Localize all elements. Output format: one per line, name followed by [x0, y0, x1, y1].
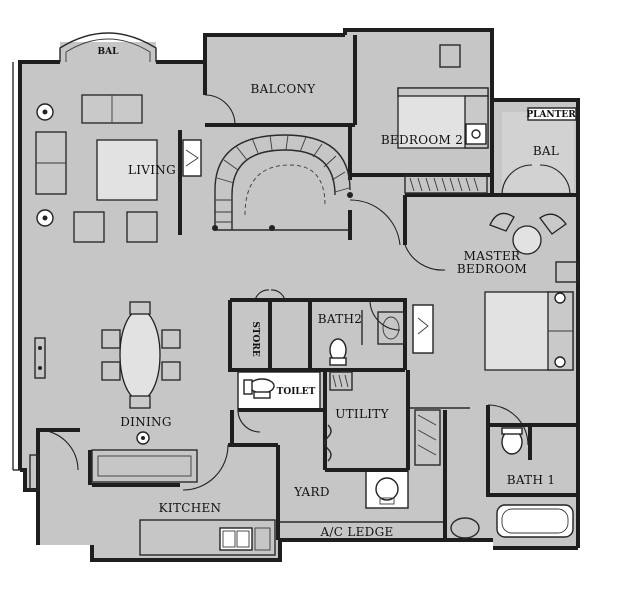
label-utility: UTILITY [335, 407, 389, 421]
label-planter: PLANTER [526, 110, 576, 120]
sofa-icon [35, 94, 202, 243]
balcony-door-swing [204, 94, 236, 126]
bathtub-icon [496, 504, 574, 538]
label-living: LIVING [128, 163, 176, 177]
label-bedroom2: BEDROOM 2 [381, 133, 463, 147]
toilet-door-swing [237, 409, 261, 433]
label-dining: DINING [120, 415, 172, 429]
kitchen-fixtures [29, 337, 276, 556]
bal-door-left [501, 164, 533, 196]
bath1-door-swing [487, 404, 529, 446]
master-door-swing [404, 244, 446, 271]
label-bath2: BATH2 [318, 312, 362, 326]
yard-sink-icon [375, 477, 399, 505]
label-toilet: TOILET [277, 387, 316, 397]
floor-fills [20, 30, 578, 560]
label-kitchen: KITCHEN [159, 501, 222, 515]
bal-door-right [539, 164, 571, 196]
dining-table-icon [101, 301, 181, 445]
label-bal-top: BAL [98, 47, 120, 57]
top-balcony [59, 32, 157, 62]
sink-icon [219, 527, 271, 551]
spiral-staircase-icon [212, 134, 353, 231]
label-master-bedroom-2: BEDROOM [457, 262, 527, 276]
label-balcony: BALCONY [251, 82, 317, 96]
bath1-fixtures [410, 407, 574, 539]
wardrobe-icon [404, 175, 488, 194]
store-door-swing [254, 289, 286, 301]
kitchen-door-swing [37, 429, 79, 471]
yard-door-swing [182, 444, 229, 491]
label-store: STORE [250, 321, 260, 357]
label-bath1: BATH 1 [507, 473, 556, 487]
label-ac-ledge: A/C LEDGE [319, 525, 393, 539]
master-bed-icon [484, 212, 579, 371]
bath2-door-swing [369, 299, 401, 331]
label-bal-right: BAL [533, 144, 559, 158]
outer-walls [12, 28, 580, 562]
interior-walls [36, 35, 578, 540]
label-master-bedroom-1: MASTER [464, 249, 521, 263]
doors [37, 94, 571, 491]
toilet-icon [329, 338, 347, 366]
label-yard: YARD [293, 485, 330, 499]
bedroom-door-swing [349, 199, 401, 246]
toilet-fixtures [243, 371, 353, 462]
bath2-fixtures [329, 304, 434, 366]
room-labels: BAL BALCONY LIVING BEDROOM 2 PLANTER BAL… [98, 47, 577, 539]
bed-icon [397, 44, 489, 149]
